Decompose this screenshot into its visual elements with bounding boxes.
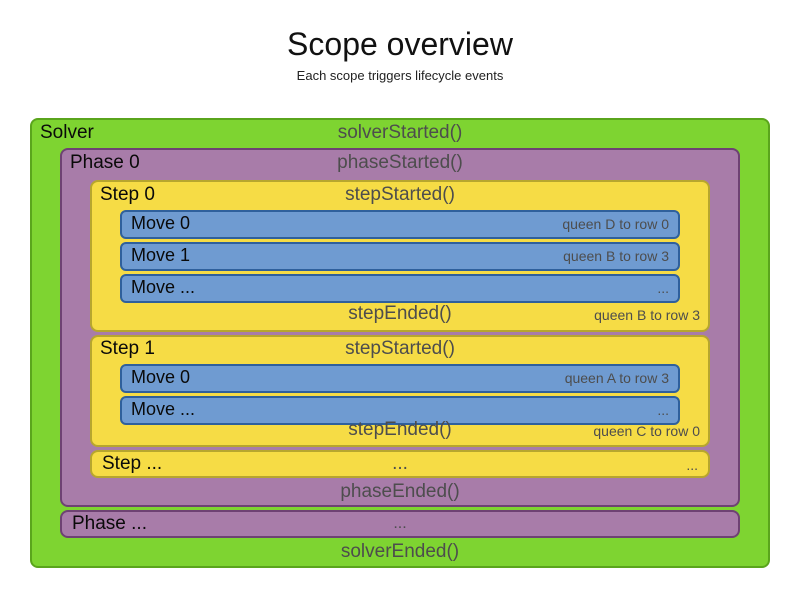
move-label: Move 1 — [131, 245, 191, 265]
move-detail: ... — [657, 280, 669, 296]
solver-label: Solver — [40, 122, 94, 143]
move-box: Move 1 queen B to row 3 — [120, 242, 680, 271]
phasemore-center-ellipsis: ... — [393, 515, 407, 532]
move-label: Move ... — [131, 399, 196, 419]
step1-ended-event: stepEnded() — [348, 419, 452, 440]
page-title: Scope overview — [287, 26, 513, 62]
solver-ended-event: solverEnded() — [340, 541, 460, 562]
stepmore-label: Step ... — [102, 453, 163, 474]
phasemore-label: Phase ... — [72, 513, 147, 534]
step1-footer-row: stepEnded() queen C to row 0 — [90, 419, 710, 445]
phase0-label: Phase 0 — [70, 152, 140, 173]
solver-started-event: solverStarted() — [337, 122, 463, 143]
step0-ended-detail: queen B to row 3 — [594, 307, 700, 323]
move-label: Move 0 — [131, 213, 191, 233]
move-detail: ... — [657, 402, 669, 418]
phase0-header-row: Phase 0 phaseStarted() — [60, 152, 740, 180]
stepmore-center-ellipsis: ... — [392, 453, 408, 474]
move-detail: queen A to row 3 — [564, 370, 669, 386]
step0-header-row: Step 0 stepStarted() — [90, 184, 710, 210]
move-box: Move 0 queen A to row 3 — [120, 364, 680, 393]
phase0-ended-event: phaseEnded() — [340, 481, 460, 502]
stepmore-right-ellipsis: ... — [686, 457, 698, 473]
solver-header-row: Solver solverStarted() — [30, 122, 770, 150]
move-box: Move 0 queen D to row 0 — [120, 210, 680, 239]
move-box: Move ... ... — [120, 274, 680, 303]
phasemore-scope-box: Phase ... ... — [60, 510, 740, 538]
phase0-started-event: phaseStarted() — [337, 152, 463, 173]
solver-footer-row: solverEnded() — [30, 541, 770, 567]
step1-label: Step 1 — [100, 338, 155, 359]
move-label: Move 0 — [131, 367, 191, 387]
step0-ended-event: stepEnded() — [348, 303, 452, 324]
step1-started-event: stepStarted() — [345, 338, 455, 359]
step1-header-row: Step 1 stepStarted() — [90, 338, 710, 364]
step0-footer-row: stepEnded() queen B to row 3 — [90, 303, 710, 329]
move-label: Move ... — [131, 277, 196, 297]
move-detail: queen D to row 0 — [562, 216, 669, 232]
move-box: Move ... ... — [120, 396, 680, 425]
move-detail: queen B to row 3 — [563, 248, 669, 264]
stepmore-scope-box: Step ... ... ... — [90, 450, 710, 478]
step0-label: Step 0 — [100, 184, 155, 205]
step1-ended-detail: queen C to row 0 — [593, 423, 700, 439]
page-subtitle: Each scope triggers lifecycle events — [296, 68, 504, 83]
phase0-footer-row: phaseEnded() — [60, 481, 740, 507]
step0-started-event: stepStarted() — [345, 184, 455, 205]
